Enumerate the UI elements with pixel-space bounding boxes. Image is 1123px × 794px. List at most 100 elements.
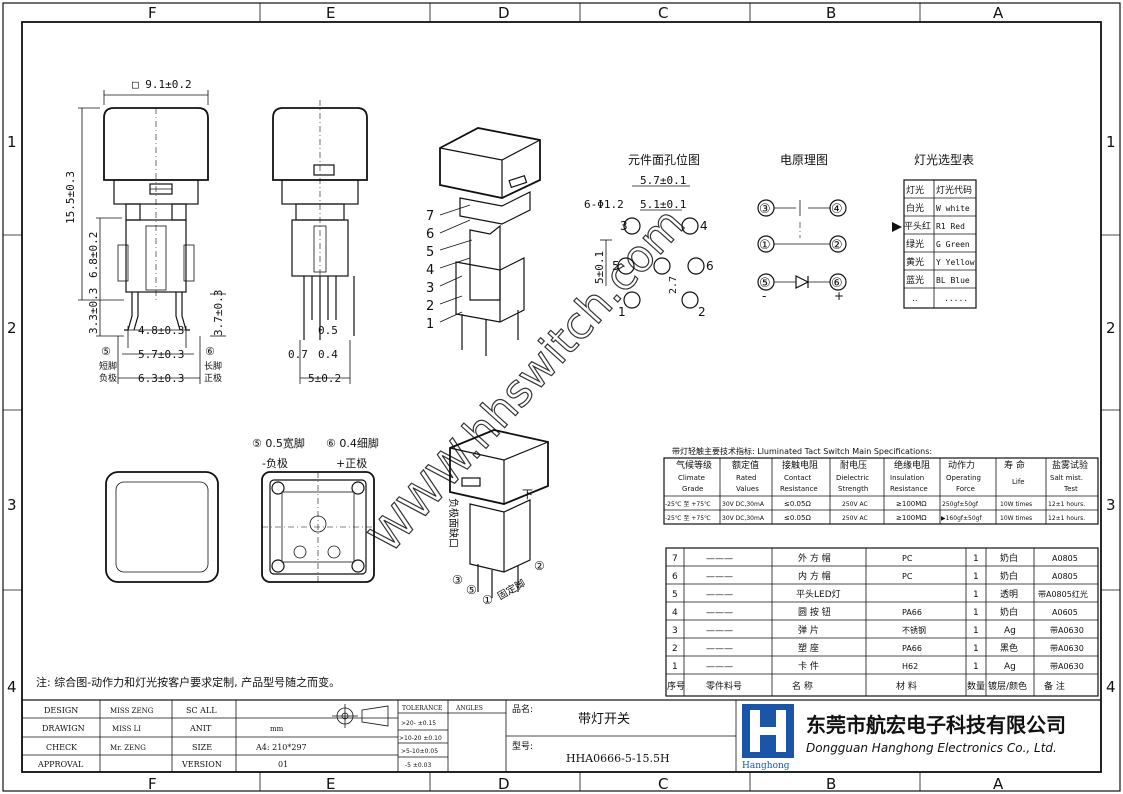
sr1c4: 250V AC bbox=[842, 501, 868, 508]
callout-7: 7 bbox=[426, 209, 434, 224]
hole-dim-5v: 5±0.1 bbox=[593, 251, 606, 284]
bom-r6-c3: 塑 座 bbox=[798, 642, 819, 654]
zone-bottom-c: C bbox=[658, 775, 668, 793]
hole-4: 4 bbox=[700, 219, 708, 233]
hole-3: 3 bbox=[620, 219, 628, 233]
company-name-cn: 东莞市航宏电子科技有限公司 bbox=[806, 713, 1066, 737]
sh4b: Dielectric bbox=[836, 474, 869, 482]
zone-left-2: 2 bbox=[7, 319, 17, 337]
sh2a: 额定值 bbox=[732, 459, 759, 471]
bottom-pos: +正极 bbox=[336, 456, 367, 470]
bom-r4-c3: 圆 按 钮 bbox=[798, 606, 831, 618]
tb-drawing-label: DRAWIGN bbox=[42, 724, 85, 733]
callout-1: 1 bbox=[426, 317, 434, 332]
bom-head-1: 序号 bbox=[667, 680, 685, 692]
bom-r6-c1: 2 bbox=[672, 644, 678, 654]
sr1c2: 30V DC,30mA bbox=[722, 501, 765, 508]
side-dim-37: 3.7±0.3 bbox=[212, 290, 225, 336]
bom-r3-c1: 5 bbox=[672, 590, 678, 600]
bom-head-7: 备 注 bbox=[1044, 680, 1065, 692]
zone-left-1: 1 bbox=[7, 133, 17, 151]
bottom-neg: -负极 bbox=[262, 456, 288, 470]
zone-right-1: 1 bbox=[1106, 133, 1116, 151]
bom-r4-c1: 4 bbox=[672, 608, 678, 618]
bom-head-4: 材 料 bbox=[896, 680, 917, 692]
bom-r4-c6: 奶白 bbox=[1000, 606, 1018, 618]
sh6c: Force bbox=[956, 485, 975, 493]
company-logo: Hanghong bbox=[742, 704, 794, 771]
logo-wordmark: Hanghong bbox=[742, 761, 790, 771]
pin6-num: ⑥ bbox=[205, 345, 215, 358]
lt-head-2: 灯光代码 bbox=[936, 184, 972, 196]
bom-r5-c5: 1 bbox=[973, 626, 979, 636]
side-view: 3.7±0.3 0.5 0.7 0.4 5±0.2 bbox=[210, 100, 368, 385]
sh2b: Rated bbox=[736, 474, 757, 482]
bom-r5-c2: ——— bbox=[706, 626, 733, 636]
lt-r1-c2: W white bbox=[936, 204, 970, 213]
pin5-short-leg: 短脚 bbox=[99, 360, 117, 372]
bom-r1-c4: PC bbox=[902, 554, 913, 563]
tb-version-label: VERSION bbox=[181, 760, 222, 769]
sh4a: 耐电压 bbox=[840, 459, 867, 471]
bom-r7-c3: 卡 件 bbox=[798, 660, 819, 672]
hole-1: 1 bbox=[618, 305, 626, 319]
tb-name-value: 带灯开关 bbox=[578, 712, 630, 727]
hole-2: 2 bbox=[698, 305, 706, 319]
tb-tol-1: >20- ±0.15 bbox=[401, 720, 436, 727]
bom-r6-c7: 带A0630 bbox=[1050, 644, 1084, 653]
bom-r2-c4: PC bbox=[902, 572, 913, 581]
bom-r3-c5: 1 bbox=[973, 590, 979, 600]
zone-right-2: 2 bbox=[1106, 319, 1116, 337]
sr1c3: ≤0.05Ω bbox=[784, 500, 811, 508]
zone-left-3: 3 bbox=[7, 496, 17, 514]
tb-model-label: 型号: bbox=[512, 741, 533, 752]
bom-r1-c1: 7 bbox=[672, 554, 678, 564]
bom-r2-c5: 1 bbox=[973, 572, 979, 582]
sr1c8: 12±1 hours. bbox=[1048, 501, 1085, 508]
bom-r3-c2: ——— bbox=[706, 590, 733, 600]
lt-r2-c2: R1 Red bbox=[936, 222, 965, 231]
bom-r1-c5: 1 bbox=[973, 554, 979, 564]
bottom-label-short: ⑤ 0.5宽脚 bbox=[252, 436, 305, 450]
general-note: 注: 综合图-动作力和灯光按客户要求定制, 产品型号随之而变。 bbox=[36, 675, 340, 689]
tb-size-value: A4: 210*297 bbox=[255, 743, 307, 752]
sr2c6: ▶160gf±50gf bbox=[941, 515, 982, 522]
zone-right-4: 4 bbox=[1106, 678, 1116, 696]
sr2c1: -25℃ 至 +75℃ bbox=[665, 515, 711, 522]
callout-5: 5 bbox=[426, 245, 434, 260]
spec-title: 带灯轻触主要技术指标: Lluminated Tact Switch Main … bbox=[672, 446, 932, 456]
lt-r4-c1: 黄光 bbox=[906, 256, 924, 268]
callout-4: 4 bbox=[426, 263, 434, 278]
bom-r7-c4: H62 bbox=[902, 662, 918, 671]
bom-r7-c7: 带A0630 bbox=[1050, 662, 1084, 671]
sh6a: 动作力 bbox=[948, 459, 975, 471]
bom-r2-c6: 奶白 bbox=[1000, 570, 1018, 582]
zone-top-a: A bbox=[993, 4, 1004, 22]
zone-right-3: 3 bbox=[1106, 496, 1116, 514]
tb-drawing-value: MISS LI bbox=[112, 725, 141, 733]
sh1a: 气候等级 bbox=[676, 459, 712, 471]
tb-check-value: Mr. ZENG bbox=[110, 744, 146, 752]
zone-top-b: B bbox=[826, 4, 836, 22]
title-block: DESIGN MISS ZENG SC ALL DRAWIGN MISS LI … bbox=[21, 699, 1102, 773]
bom-r2-c2: ——— bbox=[706, 572, 733, 582]
hole-count: 6-Φ1.2 bbox=[584, 198, 624, 211]
hole-dim-51: 5.1±0.1 bbox=[640, 198, 686, 211]
sh3b: Contact bbox=[784, 474, 811, 482]
light-table-title: 灯光选型表 bbox=[914, 153, 974, 167]
light-selection-table: 灯光选型表 灯光 灯光代码 白光 W white 平头红 R1 Red 绿光 G… bbox=[892, 153, 977, 309]
bom-r2-c1: 6 bbox=[672, 572, 678, 582]
node-5: ⑤ bbox=[759, 276, 771, 291]
bom-r5-c6: Ag bbox=[1004, 626, 1016, 636]
sr2c5: ≥100MΩ bbox=[896, 514, 927, 522]
zone-bottom-e: E bbox=[326, 775, 335, 793]
sh2c: Values bbox=[736, 485, 759, 493]
lt-r5-c1: 蓝光 bbox=[906, 274, 924, 286]
zone-top-c: C bbox=[658, 4, 668, 22]
bom-r3-c3: 平头LED灯 bbox=[796, 589, 841, 600]
iso2-fixed-pin: 固定脚 bbox=[495, 576, 527, 602]
bom-head-6: 镀层/颜色 bbox=[988, 680, 1027, 692]
tb-scale: SC ALL bbox=[186, 706, 217, 715]
bom-r3-c6: 透明 bbox=[1000, 589, 1018, 600]
schematic-title: 电原理图 bbox=[780, 153, 828, 167]
